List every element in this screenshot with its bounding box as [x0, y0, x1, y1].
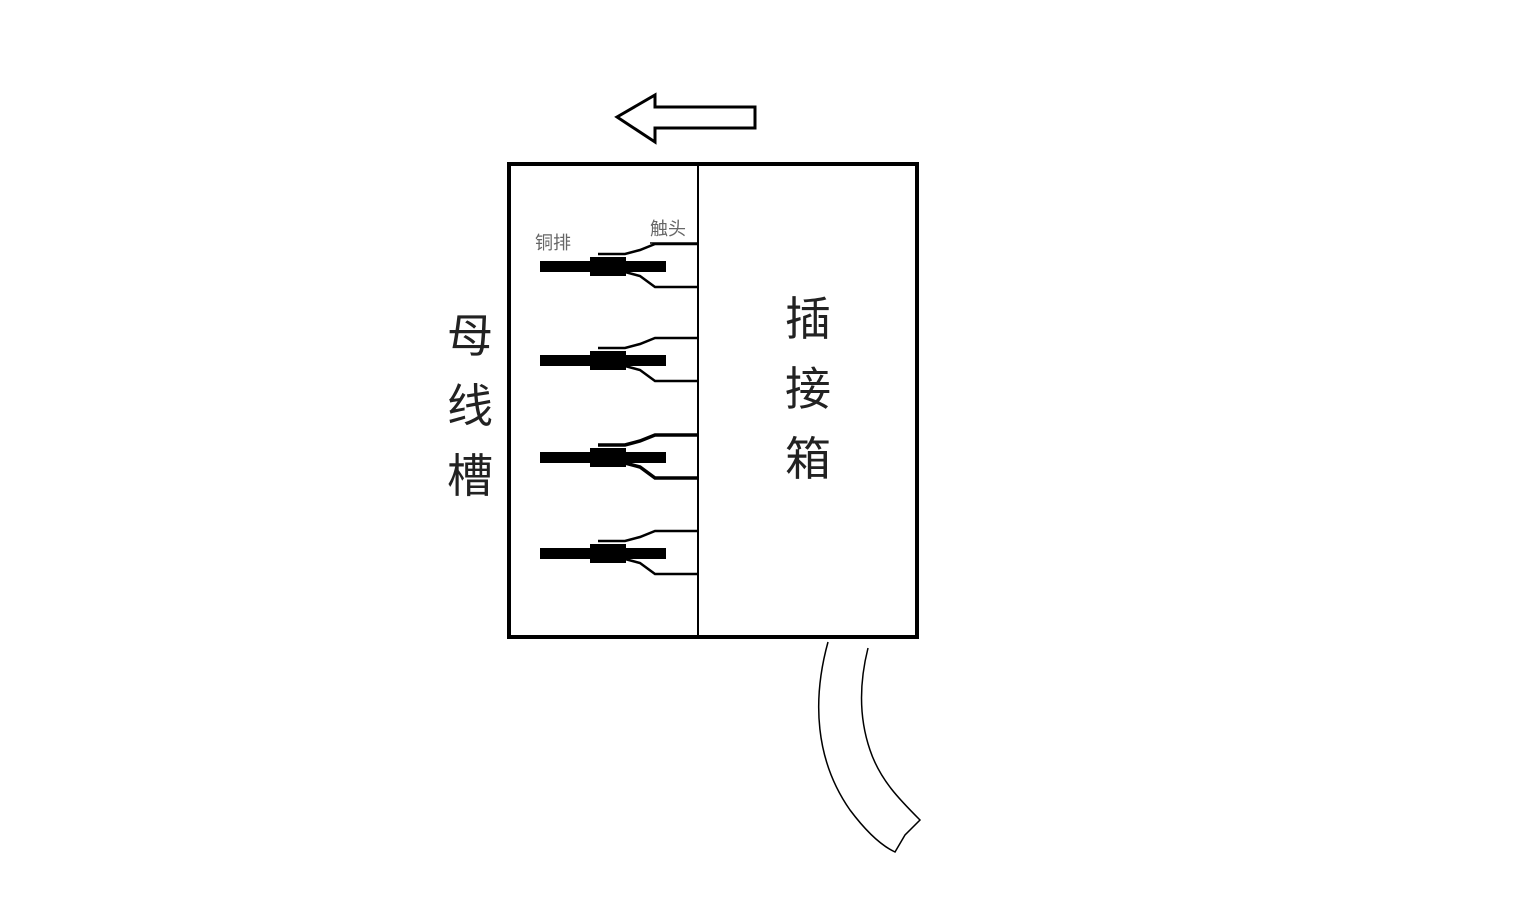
plugin-box-label-2: 接 [785, 362, 831, 416]
plugin-box-label-3: 箱 [785, 432, 831, 486]
contact-label: 触头 [650, 219, 686, 240]
busway-label-3: 槽 [447, 449, 493, 503]
contact-clamp [590, 544, 626, 563]
busway-label-2: 线 [447, 379, 493, 433]
busway-label-1: 母 [447, 309, 493, 363]
contact-clamp [590, 351, 626, 370]
contact-jaw [598, 433, 698, 480]
contact-jaw [598, 529, 698, 576]
contact-clamp [590, 448, 626, 467]
enclosure-box [507, 162, 919, 639]
cable [817, 641, 922, 853]
contact-clamp [590, 257, 626, 276]
copper-bar-label: 铜排 [535, 233, 571, 254]
contact-jaw [598, 336, 698, 383]
direction-arrow-left-icon [614, 92, 757, 145]
plugin-box-label-1: 插 [785, 292, 831, 346]
contact-jaw [598, 242, 698, 289]
